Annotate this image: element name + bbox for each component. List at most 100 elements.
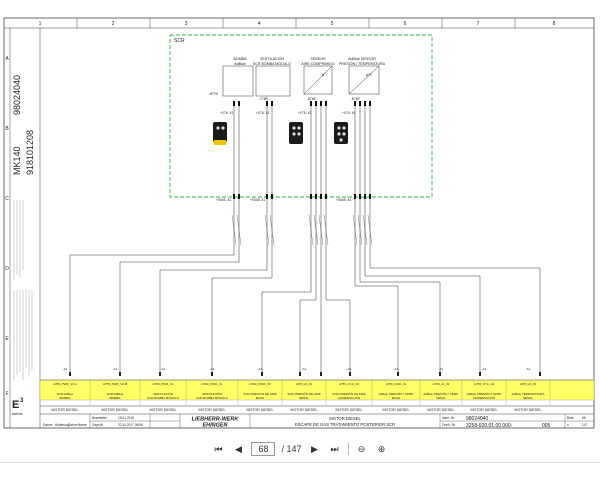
zoom-in-icon[interactable]: ⊕ bbox=[377, 443, 386, 454]
block-line1: SCR AdBlue bbox=[107, 392, 124, 396]
pump-device bbox=[222, 65, 254, 97]
connector-label: +X78.X3 bbox=[298, 111, 311, 115]
air-sensor-device bbox=[303, 65, 333, 95]
block-ref: -A1 bbox=[210, 367, 215, 371]
col-label: 7 bbox=[477, 21, 480, 27]
block-line1: VENTILACIÓN bbox=[202, 391, 222, 396]
col-label: 8 bbox=[553, 21, 556, 27]
row-label: E bbox=[5, 336, 9, 342]
block-footer: MOTOR DIESEL bbox=[198, 408, 225, 412]
block-ref: -A1 bbox=[161, 367, 166, 371]
rev-col: Datum bbox=[68, 423, 78, 427]
side-code: MK140 bbox=[12, 146, 22, 175]
zoom-out-icon[interactable]: ⊖ bbox=[357, 443, 366, 454]
block-line2: ALIMENTACIÓN bbox=[473, 395, 495, 400]
wire-markings bbox=[231, 214, 373, 246]
side-part-no: 918101208 bbox=[25, 130, 35, 175]
valve-device bbox=[255, 65, 291, 97]
block-ref: -A1 bbox=[394, 367, 399, 371]
last-page-icon[interactable]: ⏭ bbox=[330, 443, 339, 454]
connector-plug-icon bbox=[289, 122, 303, 144]
block-line1: AdBlue PRESIÓN / TEMP. bbox=[466, 391, 501, 396]
device-name: VENTILACIÓN bbox=[260, 56, 284, 61]
drawing-value: 3258-920.01.00.000- bbox=[466, 423, 513, 429]
block-footer: MOTOR DIESEL bbox=[470, 408, 497, 412]
device-sub: AdBlue bbox=[234, 62, 246, 66]
block-footer: MOTOR DIESEL bbox=[101, 408, 128, 412]
block-line2: SEÑAL bbox=[436, 395, 446, 400]
block-line2: BOMBA bbox=[60, 396, 71, 400]
connector-label: +X78.X2 bbox=[256, 111, 269, 115]
block-line2: BOMBA bbox=[110, 396, 121, 400]
connector-plug-icon bbox=[334, 122, 348, 144]
device-ref: -B78G bbox=[306, 97, 316, 101]
current-page-input[interactable]: 68 bbox=[251, 442, 276, 456]
svg-text:E: E bbox=[12, 399, 19, 411]
toolbar-divider bbox=[347, 443, 349, 455]
edited-label: Bearbeitet bbox=[92, 416, 107, 420]
wire-bundle-lower bbox=[69, 199, 541, 372]
block-line1: VENTILACIÓN bbox=[153, 391, 173, 396]
rev-col: Änderung bbox=[55, 423, 69, 427]
viewer-bottom-divider bbox=[0, 462, 600, 463]
block-line2: SEÑAL bbox=[523, 395, 533, 400]
block-footer: MOTOR DIESEL bbox=[51, 408, 78, 412]
block-line1: SCR PRESIÓN DE AIRE bbox=[332, 391, 365, 396]
total-pages: / 147 bbox=[281, 444, 302, 454]
block-footer: MOTOR DIESEL bbox=[335, 408, 362, 412]
row-label: D bbox=[5, 266, 9, 272]
device-ref: -M77N bbox=[208, 92, 218, 96]
col-label: 2 bbox=[112, 21, 115, 27]
col-label: 5 bbox=[331, 21, 334, 27]
device-ref: -B78P bbox=[350, 97, 360, 101]
svg-text:3: 3 bbox=[20, 398, 24, 404]
block-line2: SCR BOMBA MÓDULO bbox=[196, 395, 229, 400]
block-line1: AdBlue PRESIÓN / TEMP. bbox=[378, 391, 413, 396]
row-label: B bbox=[5, 126, 9, 132]
block-code: A783_AI_02 bbox=[433, 382, 450, 386]
connector-plug-icon bbox=[213, 122, 227, 145]
block-line1: AdBlue TEMPERATURA bbox=[512, 392, 545, 396]
sheet-frame bbox=[3, 17, 595, 429]
sheet-value: 68 bbox=[582, 416, 586, 420]
block-footer: MOTOR DIESEL bbox=[427, 408, 454, 412]
sheet-desc-2: ESCAPE DE GAS TRATAMIENTO POSTERIOR SCR bbox=[295, 422, 395, 427]
pressure-symbol: p bbox=[322, 72, 325, 77]
scr-boundary bbox=[169, 34, 433, 198]
e3-series-logo: E 3 series bbox=[12, 398, 24, 416]
next-page-icon[interactable]: ▶ bbox=[311, 443, 318, 454]
block-line1: SCR AdBlue bbox=[57, 392, 74, 396]
first-page-icon[interactable]: ⏮ bbox=[214, 443, 223, 454]
block-code: A783_PWR_V1 bbox=[152, 382, 173, 386]
rev-col: Name bbox=[78, 423, 87, 427]
col-label: 3 bbox=[185, 21, 188, 27]
block-code: A783_PWR_V1 bbox=[201, 382, 222, 386]
block-ref: -A1 bbox=[439, 367, 444, 371]
sheets-label: v. bbox=[567, 423, 569, 427]
block-ref: -A1 bbox=[482, 367, 487, 371]
checked-label: Geprüft bbox=[92, 423, 103, 427]
block-line1: AdBlue PRESIÓN / TEMP. bbox=[423, 391, 458, 396]
sheets-value: 147 bbox=[582, 423, 588, 427]
block-line1: SCR PRESIÓN DE AIRE bbox=[243, 391, 276, 396]
connector-label: +X78.X4 bbox=[342, 111, 355, 115]
connector-label: +X846.X1 bbox=[250, 198, 265, 202]
block-ref: -A1 bbox=[63, 367, 68, 371]
wire-bundle-upper bbox=[233, 106, 371, 196]
schematic-sheet: 1 2 3 4 5 6 7 8 A B C D E F MK140 980240… bbox=[3, 17, 595, 429]
block-ref: -A1 bbox=[113, 367, 118, 371]
svg-text:LIEBHERR-WERK: LIEBHERR-WERK bbox=[192, 417, 240, 423]
block-footer: MOTOR DIESEL bbox=[382, 408, 409, 412]
block-line2: MASA bbox=[256, 396, 265, 400]
title-block bbox=[89, 414, 594, 428]
block-code: A783_VCC_02 bbox=[474, 382, 494, 386]
block-code: A783_PWR_V2-B bbox=[103, 382, 127, 386]
block-line2: SCR BOMBA MÓDULO bbox=[147, 395, 180, 400]
previous-page-icon[interactable]: ◀ bbox=[235, 443, 242, 454]
row-label: C bbox=[5, 196, 9, 202]
device-ref: -Y78M bbox=[258, 97, 268, 101]
connector-label: +X848.X1 bbox=[336, 198, 351, 202]
block-ref: -A1 bbox=[347, 367, 352, 371]
liebherr-logo: LIEBHERR-WERK EHINGEN bbox=[183, 415, 247, 429]
